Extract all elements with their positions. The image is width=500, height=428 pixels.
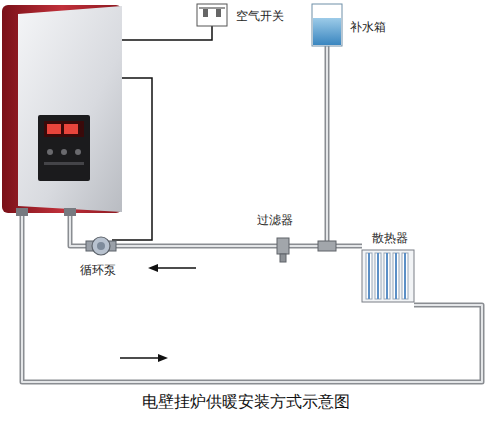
water-tank xyxy=(312,4,342,46)
flow-arrows xyxy=(120,264,196,362)
tank-label: 补水箱 xyxy=(350,20,386,34)
radiator xyxy=(362,250,414,302)
pump-label: 循环泵 xyxy=(80,263,116,277)
filter xyxy=(277,238,336,262)
wires xyxy=(112,26,212,240)
air-switch xyxy=(197,4,227,26)
caption: 电壁挂炉供暖安装方式示意图 xyxy=(142,392,350,411)
circulation-pump xyxy=(86,237,116,255)
wall-boiler xyxy=(2,5,122,216)
filter-label: 过滤器 xyxy=(257,213,293,227)
switch-label: 空气开关 xyxy=(236,9,284,23)
radiator-label: 散热器 xyxy=(372,231,408,245)
